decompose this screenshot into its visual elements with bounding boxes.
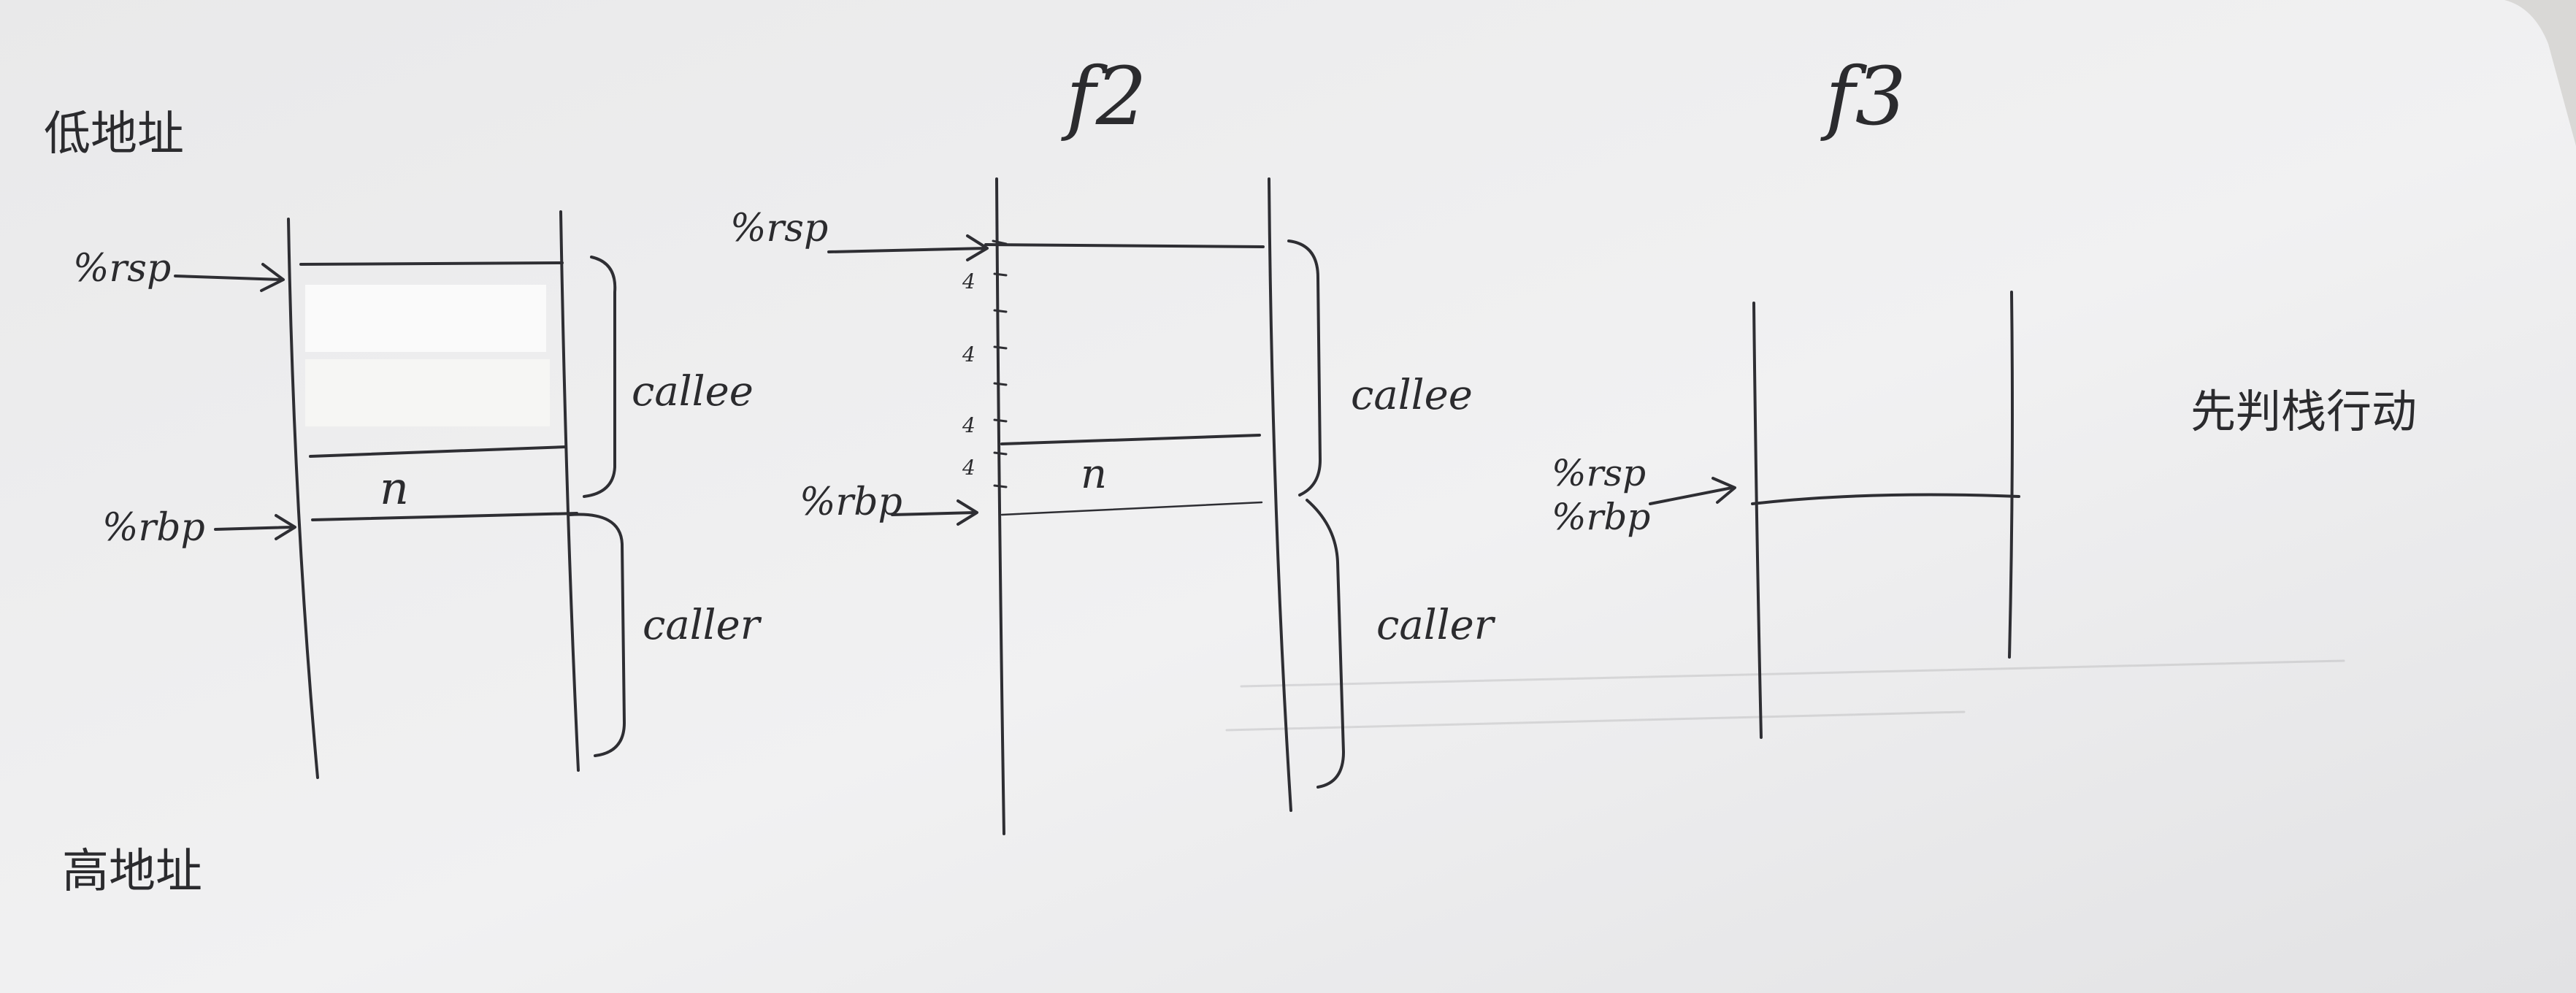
frame-1-whiteout-1: [305, 285, 546, 352]
frame-1-left-wall: [287, 218, 319, 779]
frame-1-caller-bracket: [568, 513, 626, 757]
frame-1-rsp-arrow: [174, 263, 285, 292]
frame-2-offset-marks: 4 4 4 4: [962, 269, 975, 480]
frame-2-top-line: [984, 243, 1265, 248]
frame-1-rbp-label: %rbp: [102, 506, 205, 550]
svg-text:4: 4: [962, 456, 975, 480]
frame-3-rbp-label: %rbp: [1552, 496, 1650, 538]
high-address-label: 高地址: [62, 845, 202, 899]
frame-2-cell-n: n: [1081, 451, 1107, 498]
frame-2-rbp-arrow: [891, 499, 978, 526]
frame-1-line-2: [309, 445, 567, 458]
frame-2-tick-marks: [992, 239, 1008, 488]
frame-2-line-2: [1000, 434, 1261, 445]
svg-text:4: 4: [962, 413, 975, 437]
frame-3: f3 %rsp %rbp: [1552, 50, 2020, 739]
frame-1-whiteout-2: [305, 359, 550, 426]
frame-2-rsp-label: %rsp: [730, 207, 828, 250]
frame-2-callee-label: callee: [1351, 372, 1473, 419]
frame-2-right-wall: [1268, 177, 1292, 812]
frame-2: f2 4 4 4 4 n %rsp %rbp callee: [730, 50, 1496, 835]
frame-1-cell-n: n: [380, 461, 409, 515]
frame-1-caller-label: caller: [643, 602, 762, 649]
frame-2-caller-label: caller: [1376, 602, 1496, 649]
frame-1-callee-bracket: [583, 256, 617, 498]
frame-2-line-3: [1000, 501, 1263, 516]
frame-2-title: f2: [1061, 50, 1147, 143]
frame-3-left-wall: [1752, 302, 1763, 739]
frame-2-rbp-label: %rbp: [800, 480, 902, 524]
right-side-note: 先判栈行动: [2190, 385, 2417, 438]
low-address-label: 低地址: [44, 107, 184, 161]
frame-3-rsp-label: %rsp: [1552, 452, 1646, 494]
svg-text:4: 4: [962, 269, 975, 294]
frame-2-callee-bracket: [1287, 239, 1322, 496]
frame-3-right-wall: [2008, 291, 2014, 659]
frame-1-right-wall: [559, 210, 580, 772]
frame-2-rsp-arrow: [827, 234, 989, 261]
frame-1-rsp-label: %rsp: [73, 247, 171, 291]
frame-1: 低地址 高地址 n %rsp %rbp callee caller: [44, 107, 762, 899]
frame-1-rbp-arrow: [214, 514, 296, 540]
frame-1-line-3: [311, 512, 578, 521]
show-through-marks: [1225, 659, 2345, 732]
frame-3-title: f3: [1820, 50, 1906, 143]
frame-1-top-line: [299, 261, 564, 266]
frame-3-arrow: [1649, 477, 1736, 505]
svg-text:4: 4: [962, 342, 975, 367]
frame-3-line: [1751, 493, 2020, 505]
frame-1-callee-label: callee: [632, 368, 754, 415]
frame-2-caller-bracket: [1306, 499, 1345, 789]
